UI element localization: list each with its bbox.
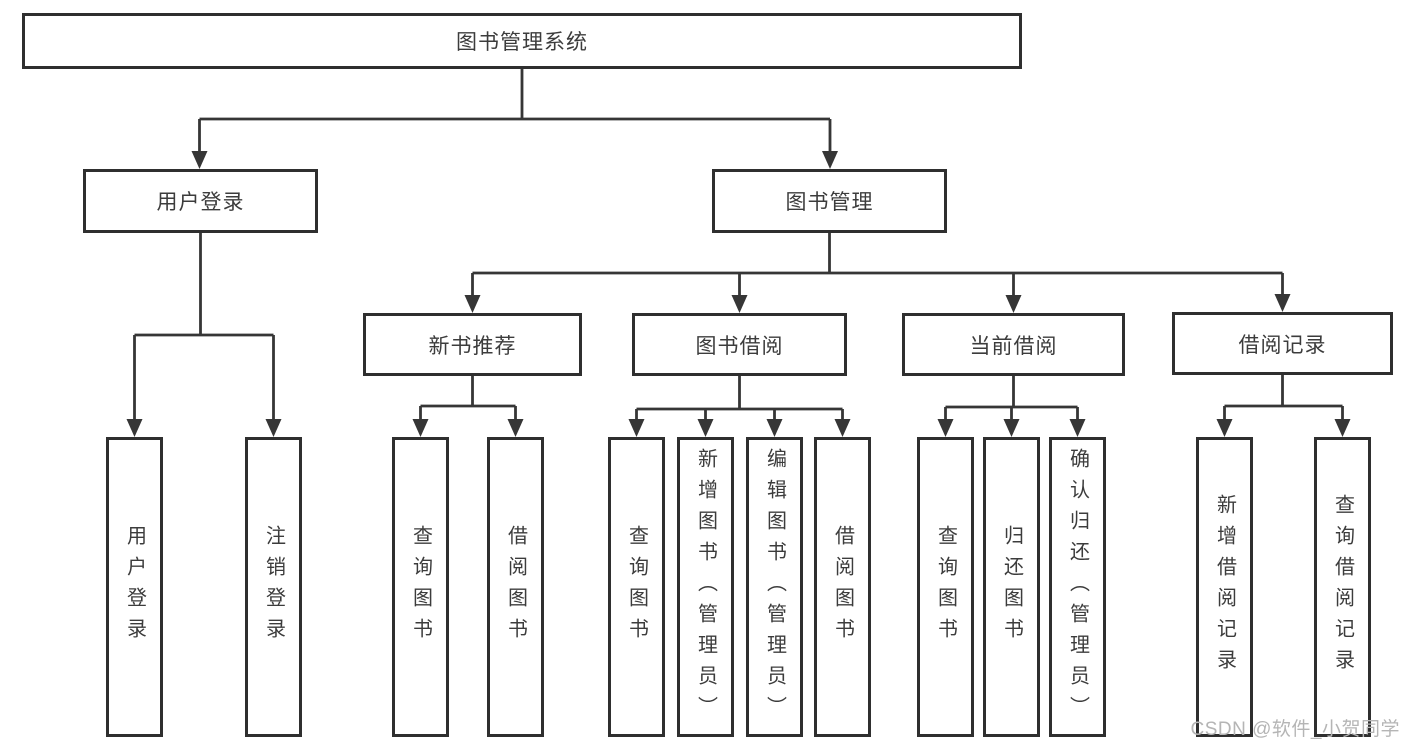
connector-borrow-records-to-leaves	[1216, 375, 1351, 437]
connector-root-to-level2	[191, 69, 838, 169]
arrow-down-icon	[834, 419, 851, 437]
node-book-borrowing: 图书借阅	[632, 313, 847, 376]
node-new-book-recommendation: 新书推荐	[363, 313, 582, 376]
leaf-confirm-return-admin: 确认归还（管理员）	[1049, 437, 1106, 737]
arrow-down-icon	[731, 295, 748, 313]
node-label: 编辑图书（管理员）	[763, 447, 786, 727]
leaf-logout: 注销登录	[245, 437, 302, 737]
node-label: 用户登录	[123, 525, 146, 649]
leaf-edit-book-admin: 编辑图书（管理员）	[746, 437, 803, 737]
arrow-down-icon	[1274, 294, 1291, 312]
node-current-borrowing: 当前借阅	[902, 313, 1125, 376]
leaf-add-borrow-record: 新增借阅记录	[1196, 437, 1253, 737]
arrow-down-icon	[412, 419, 429, 437]
node-label: 新增借阅记录	[1213, 494, 1236, 680]
node-label: 查询图书	[934, 525, 957, 649]
arrow-down-icon	[1069, 419, 1086, 437]
node-label: 归还图书	[1000, 525, 1023, 649]
node-book-management: 图书管理	[712, 169, 947, 233]
arrow-down-icon	[464, 295, 481, 313]
leaf-borrow-books-recommend: 借阅图书	[487, 437, 544, 737]
connector-user-login-to-leaves	[126, 233, 282, 437]
node-label: 查询图书	[409, 525, 432, 649]
leaf-query-books-recommend: 查询图书	[392, 437, 449, 737]
arrow-down-icon	[1003, 419, 1020, 437]
arrow-down-icon	[126, 419, 143, 437]
node-borrowing-records: 借阅记录	[1172, 312, 1393, 375]
node-label: 当前借阅	[969, 334, 1058, 358]
node-label: 借阅记录	[1238, 333, 1327, 357]
leaf-query-books-current: 查询图书	[917, 437, 974, 737]
leaf-add-book-admin: 新增图书（管理员）	[677, 437, 734, 737]
connector-new-book-to-leaves	[412, 376, 524, 437]
arrow-down-icon	[1005, 295, 1022, 313]
node-label: 借阅图书	[504, 525, 527, 649]
node-label: 新增图书（管理员）	[694, 447, 717, 727]
node-label: 图书管理	[785, 191, 874, 214]
connector-current-borrow-to-leaves	[937, 376, 1086, 437]
node-label: 借阅图书	[831, 525, 854, 649]
node-library-management-system: 图书管理系统	[22, 13, 1022, 69]
connector-book-borrow-to-leaves	[628, 376, 851, 437]
arrow-down-icon	[822, 151, 838, 169]
node-label: 确认归还（管理员）	[1066, 447, 1089, 727]
arrow-down-icon	[1216, 419, 1233, 437]
node-user-login: 用户登录	[83, 169, 318, 233]
node-label: 图书管理系统	[456, 31, 588, 54]
arrow-down-icon	[628, 419, 645, 437]
node-label: 图书借阅	[695, 334, 784, 358]
arrow-down-icon	[697, 419, 714, 437]
node-label: 用户登录	[156, 191, 245, 214]
arrow-down-icon	[265, 419, 282, 437]
node-label: 新书推荐	[428, 334, 517, 358]
leaf-query-books-borrow: 查询图书	[608, 437, 665, 737]
node-label: 查询图书	[625, 525, 648, 649]
arrow-down-icon	[507, 419, 524, 437]
leaf-borrow-books: 借阅图书	[814, 437, 871, 737]
node-label: 注销登录	[262, 525, 285, 649]
leaf-user-login: 用户登录	[106, 437, 163, 737]
csdn-watermark: CSDN @软件_小贺同学	[1190, 719, 1400, 740]
leaf-query-borrow-record: 查询借阅记录	[1314, 437, 1371, 737]
leaf-return-book: 归还图书	[983, 437, 1040, 737]
arrow-down-icon	[937, 419, 954, 437]
arrow-down-icon	[766, 419, 783, 437]
arrow-down-icon	[1334, 419, 1351, 437]
node-label: 查询借阅记录	[1331, 494, 1354, 680]
arrow-down-icon	[191, 151, 208, 169]
connector-book-management-to-level3	[464, 233, 1291, 313]
